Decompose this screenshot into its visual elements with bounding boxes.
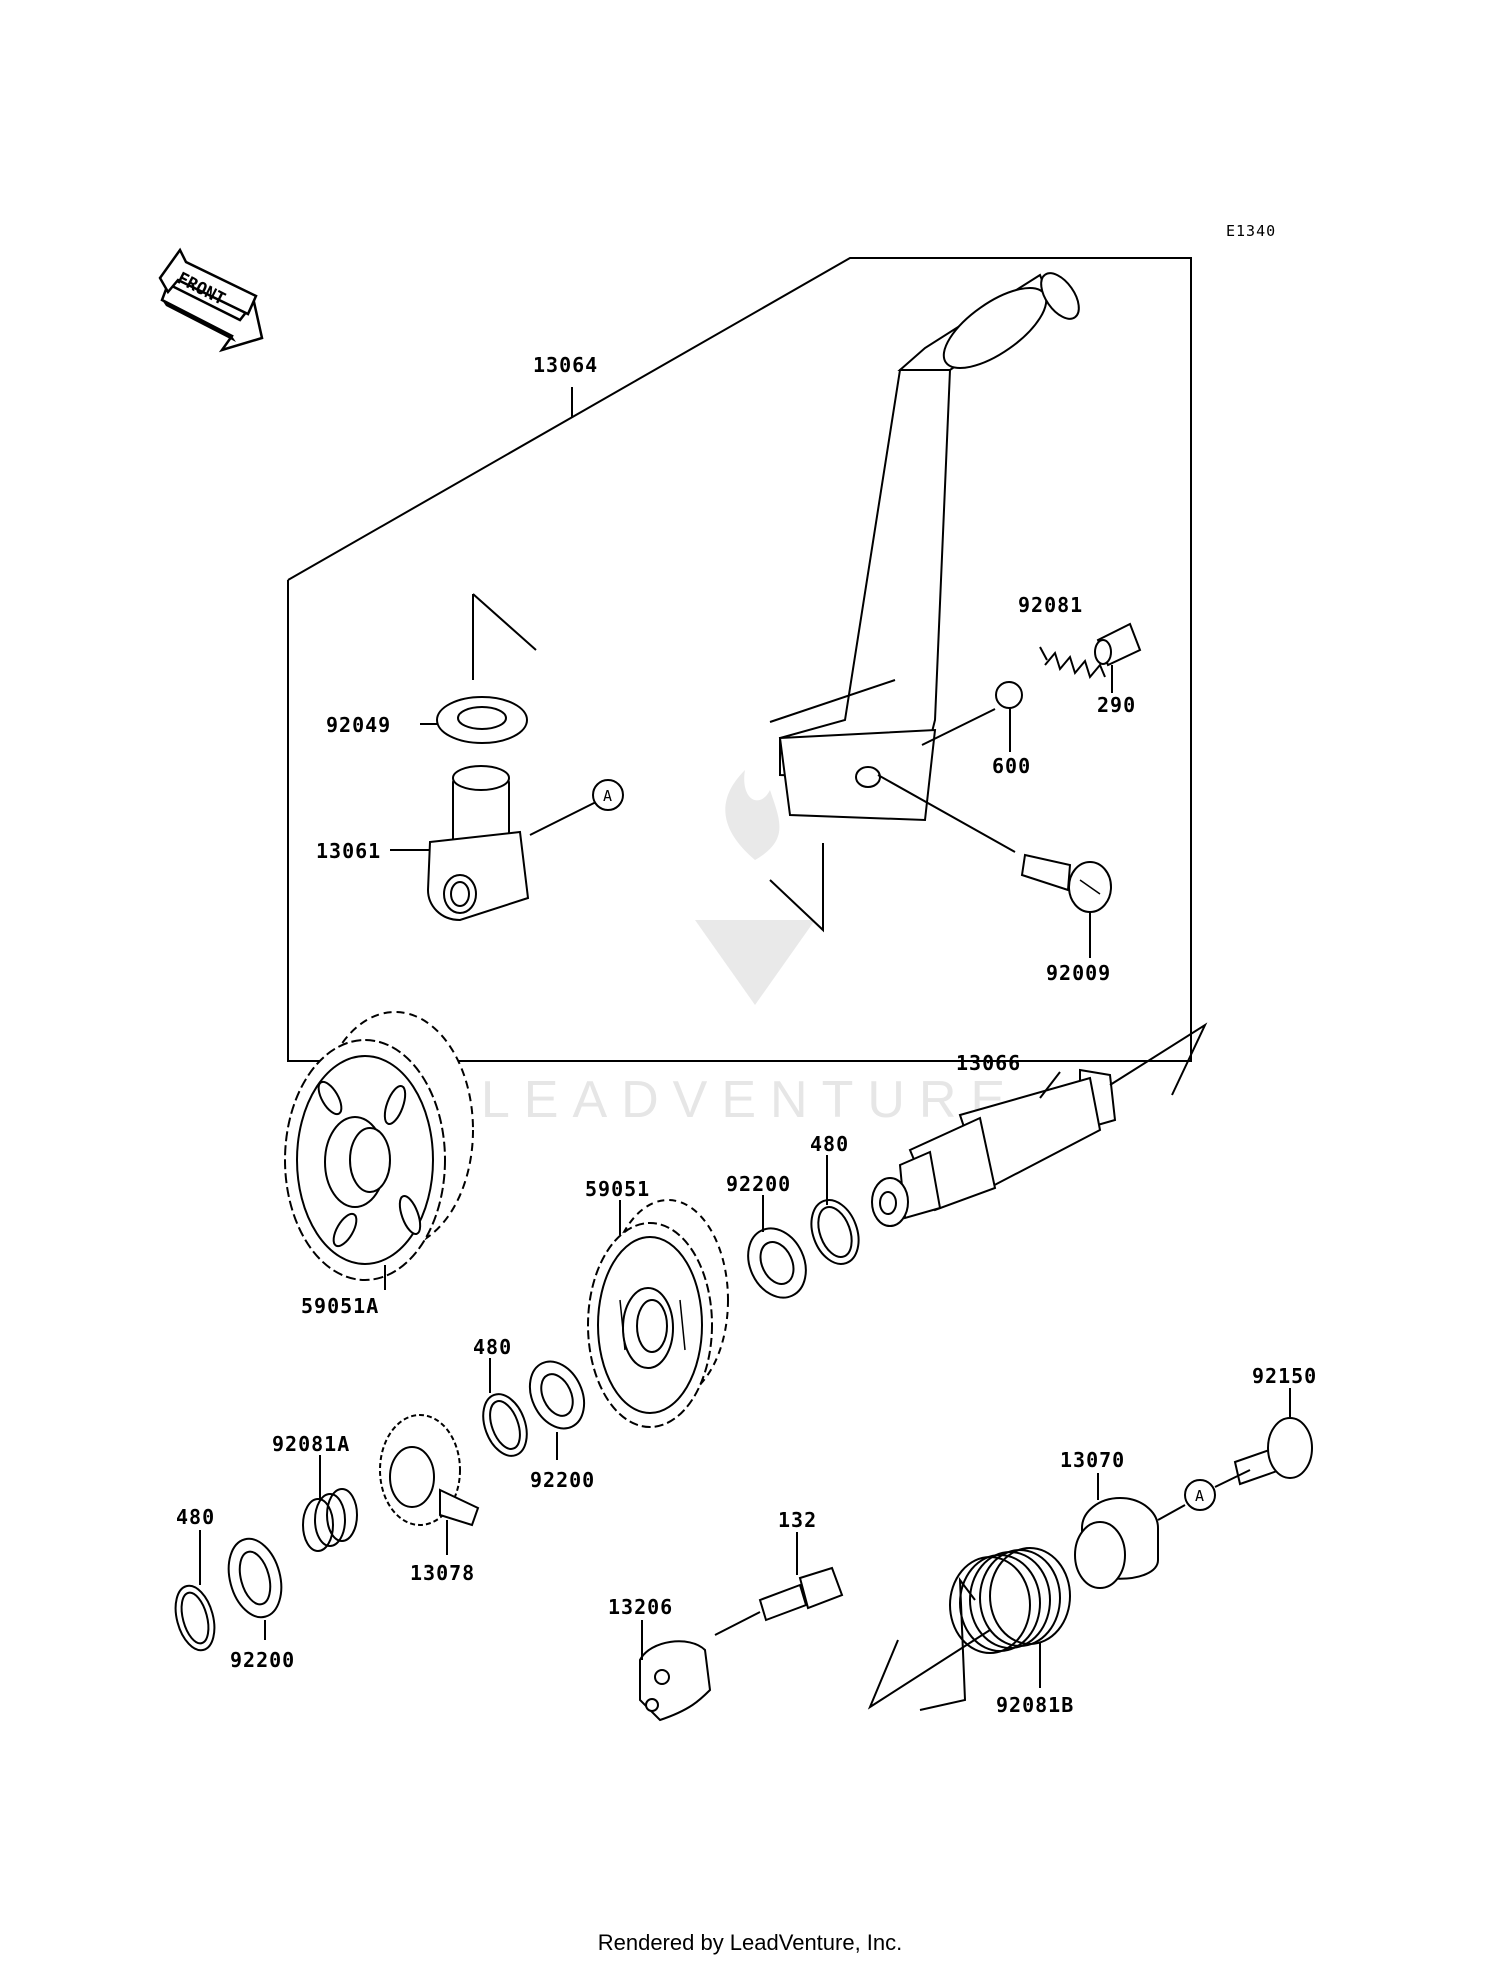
collar-icon bbox=[1074, 1497, 1186, 1589]
label-92200-top: 92200 bbox=[726, 1172, 791, 1196]
label-480-low: 480 bbox=[176, 1505, 215, 1529]
front-arrow-icon: FRONT bbox=[158, 247, 264, 353]
pedal-lower-leader bbox=[769, 843, 824, 933]
label-92081: 92081 bbox=[1018, 593, 1083, 617]
label-13078: 13078 bbox=[410, 1561, 475, 1585]
label-92081B: 92081B bbox=[996, 1693, 1074, 1717]
label-92009: 92009 bbox=[1046, 961, 1111, 985]
label-600: 600 bbox=[992, 754, 1031, 778]
label-480-mid: 480 bbox=[473, 1335, 512, 1359]
lever-leader bbox=[529, 799, 601, 836]
circlip-480-top-icon bbox=[810, 1199, 860, 1265]
ball-600-icon bbox=[995, 681, 1023, 709]
label-92200-mid: 92200 bbox=[530, 1468, 595, 1492]
marker-a-bottom: A bbox=[1184, 1479, 1216, 1511]
spring-92081-icon bbox=[1044, 650, 1106, 680]
label-92049: 92049 bbox=[326, 713, 391, 737]
label-13206: 13206 bbox=[608, 1595, 673, 1619]
label-480-top: 480 bbox=[810, 1132, 849, 1156]
screw-icon bbox=[877, 774, 1112, 913]
spring-92081A-icon bbox=[302, 1488, 358, 1552]
marker-a-bottom-leader bbox=[1214, 1469, 1251, 1488]
return-spring-icon bbox=[867, 1547, 1071, 1711]
seal-icon bbox=[436, 593, 537, 744]
label-290: 290 bbox=[1097, 693, 1136, 717]
label-92200-low: 92200 bbox=[230, 1648, 295, 1672]
watermark: LEADVENTURE bbox=[481, 770, 1019, 1129]
label-13070: 13070 bbox=[1060, 1448, 1125, 1472]
marker-a-top: A bbox=[592, 779, 624, 811]
bolt-132-icon bbox=[714, 1566, 844, 1636]
label-59051A: 59051A bbox=[301, 1294, 379, 1318]
label-92081A: 92081A bbox=[272, 1432, 350, 1456]
ball-leader bbox=[921, 708, 996, 746]
bolt-92150-icon bbox=[1233, 1417, 1313, 1486]
label-13066: 13066 bbox=[956, 1051, 1021, 1075]
label-132: 132 bbox=[778, 1508, 817, 1532]
kick-gear-icon bbox=[587, 1199, 729, 1428]
ratchet-icon bbox=[379, 1414, 480, 1527]
marker-a-bottom-label: A bbox=[1195, 1487, 1205, 1505]
marker-a-top-label: A bbox=[603, 787, 613, 805]
diagram-ref-code: E1340 bbox=[1226, 222, 1276, 240]
lever-boss-icon bbox=[426, 765, 530, 922]
washer-92200-top-icon bbox=[747, 1227, 807, 1299]
label-59051: 59051 bbox=[585, 1177, 650, 1201]
washer-92200-mid-icon bbox=[528, 1360, 586, 1430]
label-13064: 13064 bbox=[533, 353, 598, 377]
footer-credit: Rendered by LeadVenture, Inc. bbox=[598, 1930, 903, 1955]
guide-icon bbox=[639, 1640, 712, 1722]
washer-92200-low-icon bbox=[227, 1537, 283, 1619]
circlip-480-low-icon bbox=[174, 1584, 216, 1652]
label-13061: 13061 bbox=[316, 839, 381, 863]
part-labels: 13064 92081 290 92049 600 13061 92009 13… bbox=[176, 353, 1317, 1717]
watermark-logo bbox=[695, 770, 815, 1005]
leader-lines bbox=[199, 387, 1291, 1688]
watermark-text: LEADVENTURE bbox=[481, 1071, 1019, 1129]
plug-290-icon bbox=[1094, 622, 1142, 667]
circlip-480-mid-icon bbox=[482, 1393, 528, 1457]
idle-gear-icon bbox=[284, 1011, 474, 1281]
kick-pedal-icon bbox=[769, 272, 1080, 822]
label-92150: 92150 bbox=[1252, 1364, 1317, 1388]
